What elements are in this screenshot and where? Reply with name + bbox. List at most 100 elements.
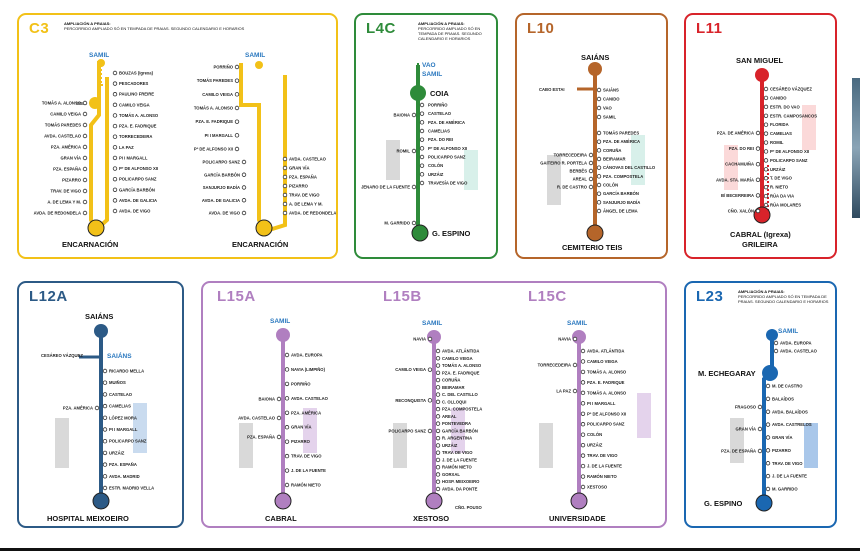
l12a-arrow-up xyxy=(55,418,69,468)
l11-stop-label: CAMELIAS xyxy=(770,131,792,136)
l11-stop-dot xyxy=(763,176,769,181)
c3-right-top-stop-dot xyxy=(234,133,240,138)
l15a-stop-label: PZA. AMÉRICA xyxy=(291,410,321,415)
l15a-stop-label: J. DE LA FUENTE xyxy=(291,468,326,473)
l15c-stop-label: TRAV. DE VIGO xyxy=(587,453,618,458)
l10-stop-label: PZA. DE AMÉRICA xyxy=(603,139,640,144)
l15c-stop-dot xyxy=(580,401,586,406)
l15b-stop-label: GARCÍA BARBÓN xyxy=(442,428,478,433)
c3-left-terminal-node xyxy=(87,219,105,237)
l15b-stop-dot xyxy=(435,421,441,426)
c3-left-stop-dot xyxy=(112,187,118,192)
c3-left-stop-label: CAMILO VEIGA xyxy=(119,102,150,107)
l15b-stop-dot xyxy=(435,435,441,441)
c3-right-stop-label: AVDA. DE REDONDELA xyxy=(289,211,336,216)
l11-stop-label: ROMIL xyxy=(770,140,784,145)
l15b-stop-dot xyxy=(435,377,441,383)
l15a-stop-dot xyxy=(284,468,290,473)
l11-stop-l-dot xyxy=(755,130,761,136)
l23-samil: SAMIL xyxy=(778,328,798,335)
c3-right-top-stop-label: PI I MARGALL xyxy=(205,133,234,138)
c3-left-stop-label: PI I MARGALL xyxy=(119,155,148,160)
l23-subtitle-note: PERCORRIDO AMPLIADO SÓ EN TEMPADA DE PRA… xyxy=(738,294,829,304)
l4c-stop-l-dot xyxy=(411,148,417,154)
l15c-stop-l-label: TORRECEDEIRA xyxy=(538,363,571,368)
line-code-l15b: L15B xyxy=(383,288,422,305)
c3-right-top-stop-label: Pº DE ALFONSO XII xyxy=(194,147,233,152)
l15b-stop-label: GORXAL xyxy=(442,472,460,477)
l10-arrow-up xyxy=(547,155,561,205)
l4c-stop-dot xyxy=(419,111,425,116)
l23-subtitle-head: AMPLIACIÓN A PRAIAS: xyxy=(738,289,785,294)
l23-top-node xyxy=(766,329,778,341)
c3-left-stop-label: TORRECEDEIRA xyxy=(119,134,152,139)
l4c-subtitle-head: AMPLIACIÓN A PRAIAS: xyxy=(418,21,465,26)
c3-left-stop-label: PAULINO FREIRE xyxy=(119,92,154,97)
c3-right-stop-label: PIZARRO xyxy=(289,184,309,189)
l12a-stop-dot xyxy=(102,415,108,420)
l10-stop-l-label: BERBÉS xyxy=(570,169,588,174)
l10-stop-label: GARCÍA BARBÓN xyxy=(603,191,639,196)
line-card-l4c: L4C AMPLIACIÓN A PRAIAS: PERCORRIDO AMPL… xyxy=(354,13,498,259)
l15c-stop-dot xyxy=(580,442,586,448)
l23-stop-label: AVDA. CASTRELOS xyxy=(772,422,812,427)
l15b-arrow-up xyxy=(393,423,407,468)
c3-right-stop-label: GRAN VÍA xyxy=(289,166,309,171)
l12a-stop-label: RICARDO MELLA xyxy=(109,369,144,374)
l15b-stop-l-label: CAMILO VEIGA xyxy=(395,367,426,372)
c3-left-stop-l-dot xyxy=(82,122,88,128)
l10-samil-stop-label: VAO xyxy=(603,106,613,111)
l23-stop-l-dot xyxy=(757,448,763,454)
l10-stop-label: COLÓN xyxy=(603,183,618,188)
l15a-stop-dot xyxy=(284,352,290,358)
c3-right-samil-node xyxy=(255,61,263,69)
c3-left-stop-dot xyxy=(112,145,118,150)
l15a-stop-l-dot xyxy=(276,434,282,440)
c3-left-stop-label: AVDA. DE GALICIA xyxy=(119,198,157,203)
c3-subtitle: AMPLIACIÓN A PRAIAS: PERCORRIDO AMPLIADO… xyxy=(64,21,264,31)
l12a-stop-label: URZÁIZ xyxy=(109,450,125,455)
c3-left-stop-l-dot xyxy=(82,100,88,106)
l4c-stop-label: CAMELIAS xyxy=(428,129,450,134)
l10-stop-label: PZA. COMPOSTELA xyxy=(603,174,643,179)
l10-stop-l-dot xyxy=(588,152,594,158)
l23-stop-l-label: FRAGOSO xyxy=(735,405,757,410)
l15b-arrow-down xyxy=(451,408,465,453)
l15c-stop-label: URZÁIZ xyxy=(587,443,603,448)
l23-stop-dot xyxy=(765,396,771,402)
l12a-top: SAIÁNS xyxy=(85,312,113,321)
line-card-c3: C3 AMPLIACIÓN A PRAIAS: PERCORRIDO AMPLI… xyxy=(17,13,338,259)
l4c-arrow-up xyxy=(464,150,478,190)
l12a-stop-label: AVDA. MADRID xyxy=(109,474,140,479)
l15c-stop-label: TOMÁS A. ALONSO xyxy=(587,390,627,395)
l15c-stop-l-label: NAVIA xyxy=(558,337,571,342)
l15b-stop-dot xyxy=(435,457,441,463)
l11-stop-dot xyxy=(763,140,769,145)
l15b-stop-dot xyxy=(435,399,441,405)
c3-left-stop-l-dot xyxy=(82,144,88,150)
l15b-stop-label: J. DE LA FUENTE xyxy=(442,457,477,462)
c3-left-stop-label: AVDA. DE VIGO xyxy=(119,209,151,214)
l15b-stop-label: PZA. COMPOSTELA xyxy=(442,407,482,412)
l15a-stop-l-dot xyxy=(276,396,282,402)
l4c-stop-label: COLÓN xyxy=(428,163,443,168)
c3-right-stop-l-label: AVDA. DE GALICIA xyxy=(202,198,240,203)
l15b-stop-label: PZA. E. FADRIQUE xyxy=(442,370,480,375)
l23-top-stop-dot xyxy=(773,340,779,346)
l10-stop-dot xyxy=(596,182,602,188)
l23-stop-dot xyxy=(765,409,771,414)
l15b-stop-label: C. DEL CASTILLO xyxy=(442,392,478,397)
l11-route-map: SAN MIGUEL CABRAL (Igrexa) GRILEIRA CESÁ… xyxy=(716,56,817,249)
l23-mid-node xyxy=(762,365,778,381)
l12a-stop-label: LÓPEZ MORA xyxy=(109,415,137,420)
l4c-stop-l-dot xyxy=(411,112,417,118)
l15b-extra: CÑO. POUSO xyxy=(455,505,482,510)
c3-right-stop-label: A. DE LEMA Y M. xyxy=(289,202,323,207)
l15b-stop-label: TRAV. DE VIGO xyxy=(442,450,473,455)
l15c-stop-l-dot xyxy=(572,336,578,342)
line-code-l10: L10 xyxy=(527,20,555,37)
l15a-top-node xyxy=(276,328,290,342)
l15b-stop-l-dot xyxy=(427,428,433,434)
l15a-stop-l-dot xyxy=(276,415,282,421)
l10-stop-label: CÁNOVAS DEL CASTILLO xyxy=(603,165,656,170)
